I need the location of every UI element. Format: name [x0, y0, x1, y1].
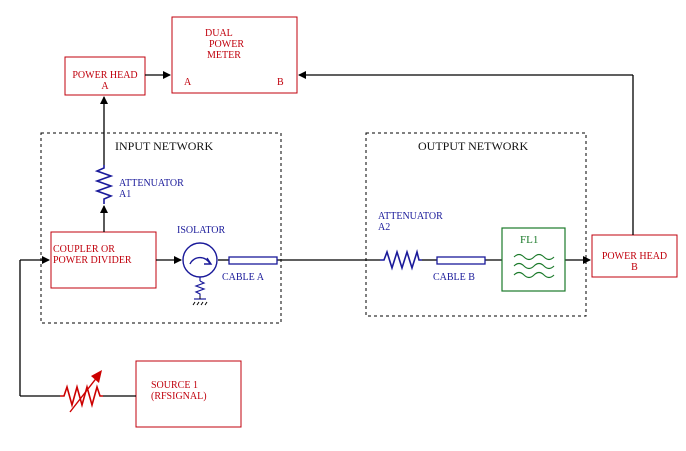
attenuator-a1-line-1: ATTENUATOR — [119, 178, 184, 189]
meter-label-line-2: POWER — [209, 39, 244, 50]
cable-b-label: CABLE B — [433, 272, 475, 283]
power-head-b-line-2: B — [631, 262, 638, 273]
isolator-label: ISOLATOR — [177, 225, 226, 236]
power-head-a-line-1: POWER HEAD — [72, 70, 138, 81]
power-head-a-box — [64, 56, 146, 96]
variable-resistor-symbol — [60, 384, 103, 408]
source-label: SOURCE 1 (RFSIGNAL) — [151, 380, 207, 402]
output-network-title: OUTPUT NETWORK — [418, 139, 529, 153]
attenuator-a2-line-2: A2 — [378, 222, 391, 233]
cable-a-label: CABLE A — [222, 272, 264, 283]
input-network-title: INPUT NETWORK — [115, 139, 214, 153]
source-box — [135, 360, 242, 428]
meter-port-a-label: A — [184, 77, 192, 88]
coupler-line-2: POWER DIVIDER — [53, 255, 132, 266]
cable-a-symbol — [228, 256, 278, 265]
dual-power-meter-box — [171, 16, 298, 94]
output-network-boundary — [365, 132, 587, 317]
attenuator-a1-label: ATTENUATOR A1 — [119, 178, 184, 200]
variable-resistor-arrow — [69, 375, 99, 413]
dual-power-meter-label: DUAL POWER METER — [205, 28, 244, 61]
power-head-b-label: POWER HEAD B — [592, 251, 677, 273]
cable-b-symbol — [436, 256, 486, 265]
isolator-symbol — [182, 242, 218, 278]
attenuator-a2-line-1: ATTENUATOR — [378, 211, 443, 222]
power-head-a-label: POWER HEAD A — [65, 70, 145, 92]
meter-label-line-3: METER — [207, 50, 241, 61]
source-line-2: (RFSIGNAL) — [151, 391, 207, 402]
coupler-label: COUPLER OR POWER DIVIDER — [53, 244, 132, 266]
input-network-boundary — [40, 132, 282, 324]
variable-resistor-arrowhead — [91, 370, 102, 383]
filter-fl1-label: FL1 — [520, 234, 539, 246]
ground-symbol — [192, 296, 208, 306]
attenuator-a1-symbol — [94, 165, 114, 204]
source-line-1: SOURCE 1 — [151, 380, 198, 391]
isolator-termination — [194, 277, 206, 300]
coupler-line-1: COUPLER OR — [53, 244, 115, 255]
meter-port-b-label: B — [277, 77, 284, 88]
filter-fl1-box — [501, 227, 566, 292]
filter-waveform-icon — [513, 253, 555, 279]
signal-wires — [19, 71, 634, 397]
power-head-b-line-1: POWER HEAD — [601, 251, 668, 262]
power-head-b-box — [591, 234, 678, 278]
attenuator-a1-line-2: A1 — [119, 189, 132, 200]
attenuator-a2-symbol — [380, 249, 422, 271]
power-head-a-line-2: A — [101, 81, 109, 92]
meter-label-line-1: DUAL — [205, 28, 233, 39]
attenuator-a2-label: ATTENUATOR A2 — [378, 211, 443, 233]
